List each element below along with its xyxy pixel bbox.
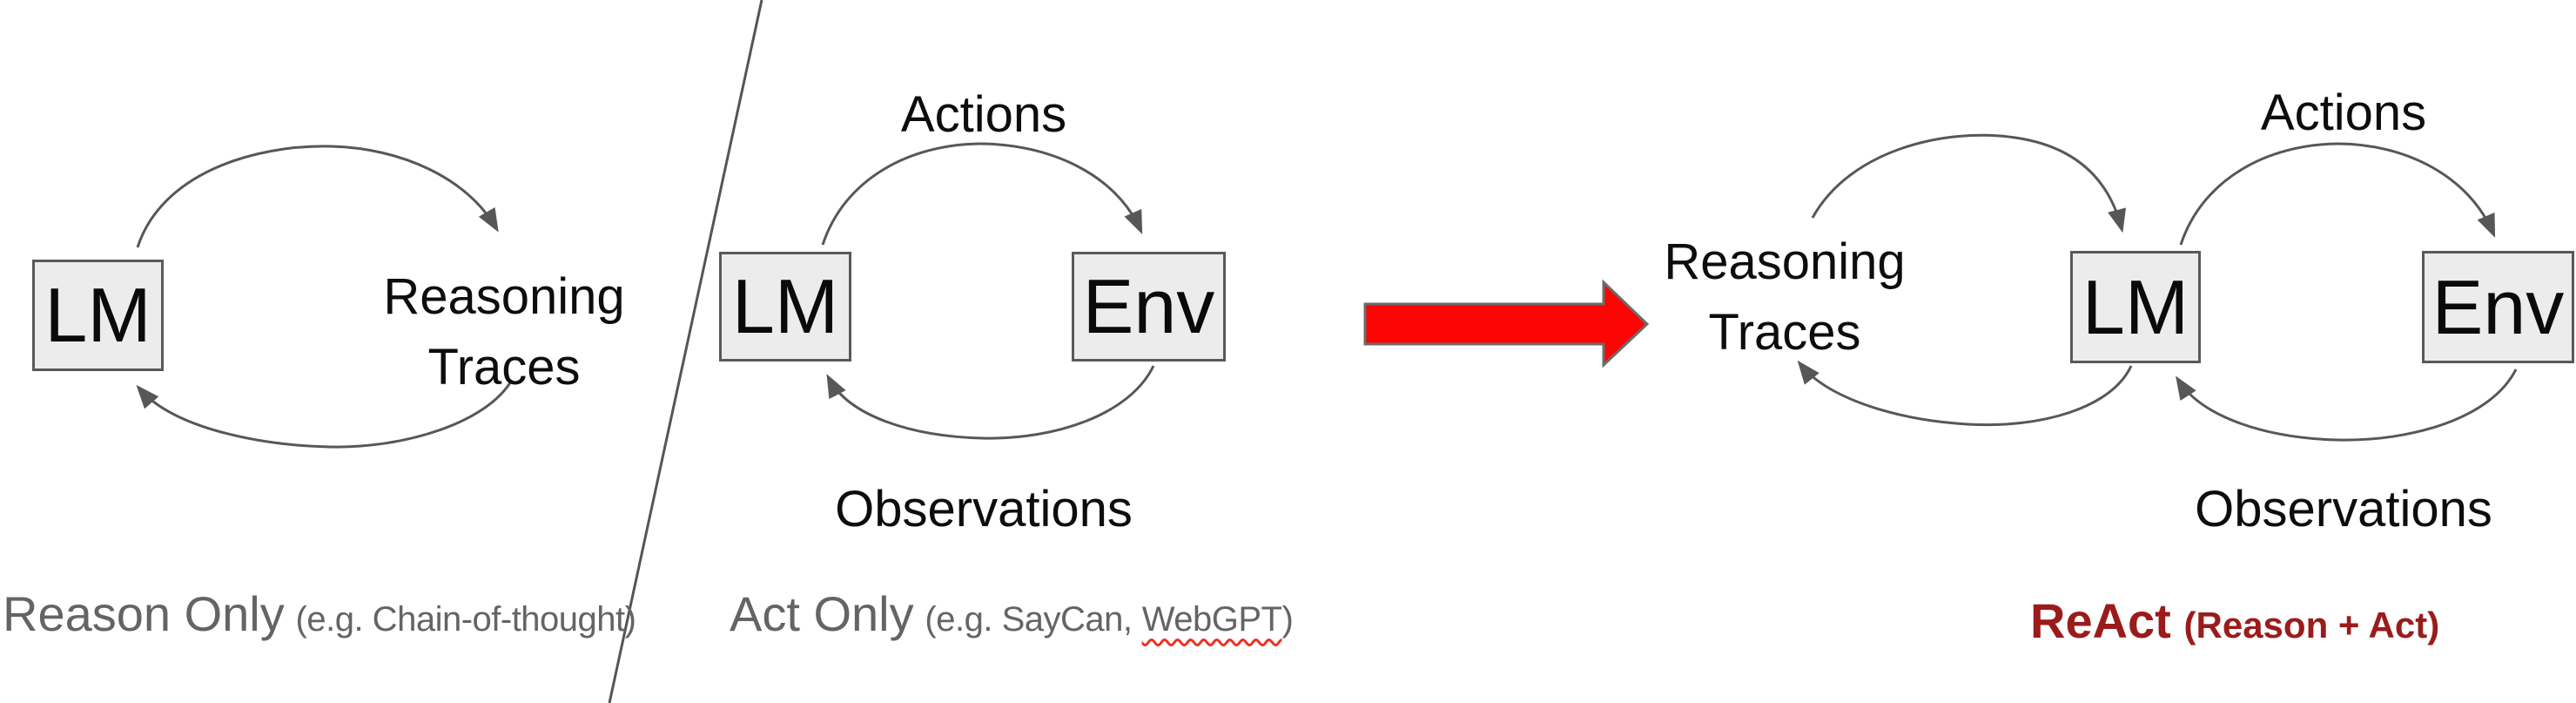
right-lm-box: LM: [2070, 251, 2201, 363]
middle-lm-box: LM: [719, 252, 851, 362]
left-caption-title: Reason Only: [3, 586, 285, 641]
middle-observations-label: Observations: [835, 481, 1133, 537]
right-env-label: Env: [2431, 263, 2565, 350]
middle-observations-arc: [826, 365, 1155, 440]
left-loop-top-arc: [136, 145, 499, 248]
right-reasoning-line: Reasoning: [1664, 233, 1906, 290]
middle-caption-title: Act Only: [730, 586, 914, 641]
react-caption-title: ReAct: [2030, 593, 2171, 648]
middle-caption-webgpt-misspelled-word: WebGPT: [1141, 600, 1282, 639]
right-lm-label: LM: [2082, 263, 2189, 350]
middle-env-label: Env: [1082, 263, 1215, 349]
react-caption: ReAct (Reason + Act): [2030, 592, 2439, 649]
left-lm-box: LM: [32, 260, 164, 371]
right-actions-arc: [2179, 142, 2496, 246]
right-reasoning-bottom-arc: [1797, 360, 2133, 427]
right-env-box: Env: [2422, 251, 2574, 363]
red-transform-arrow: [1363, 279, 1650, 368]
middle-caption-example-prefix: (e.g. SayCan,: [925, 600, 1133, 639]
middle-caption-example: (e.g. SayCan,WebGPT): [925, 600, 1293, 639]
middle-caption-example-suffix: ): [1281, 600, 1294, 639]
middle-actions-arc: [821, 142, 1143, 246]
middle-caption: Act Only (e.g. SayCan,WebGPT): [730, 585, 1294, 642]
middle-env-box: Env: [1072, 252, 1226, 362]
left-loop-bottom-arc: [136, 379, 514, 449]
right-traces-line: Traces: [1708, 304, 1861, 361]
right-observations-arc: [2176, 368, 2518, 442]
left-caption-example: (e.g. Chain-of-thought): [295, 600, 636, 639]
left-lm-label: LM: [44, 272, 151, 358]
left-caption: Reason Only (e.g. Chain-of-thought): [3, 585, 636, 642]
right-observations-label: Observations: [2195, 481, 2492, 537]
middle-actions-label: Actions: [900, 86, 1067, 143]
right-reasoning-top-arc: [1811, 133, 2127, 233]
left-reasoning-traces-node: Reasoning Traces: [365, 261, 643, 402]
left-traces-line: Traces: [427, 339, 581, 395]
react-caption-subtitle: (Reason + Act): [2183, 605, 2440, 646]
right-reasoning-traces-node: Reasoning Traces: [1645, 226, 1924, 368]
panel-divider-line: [608, 0, 763, 703]
middle-lm-label: LM: [731, 263, 839, 349]
left-reasoning-line: Reasoning: [383, 268, 625, 325]
right-actions-label: Actions: [2260, 84, 2427, 141]
